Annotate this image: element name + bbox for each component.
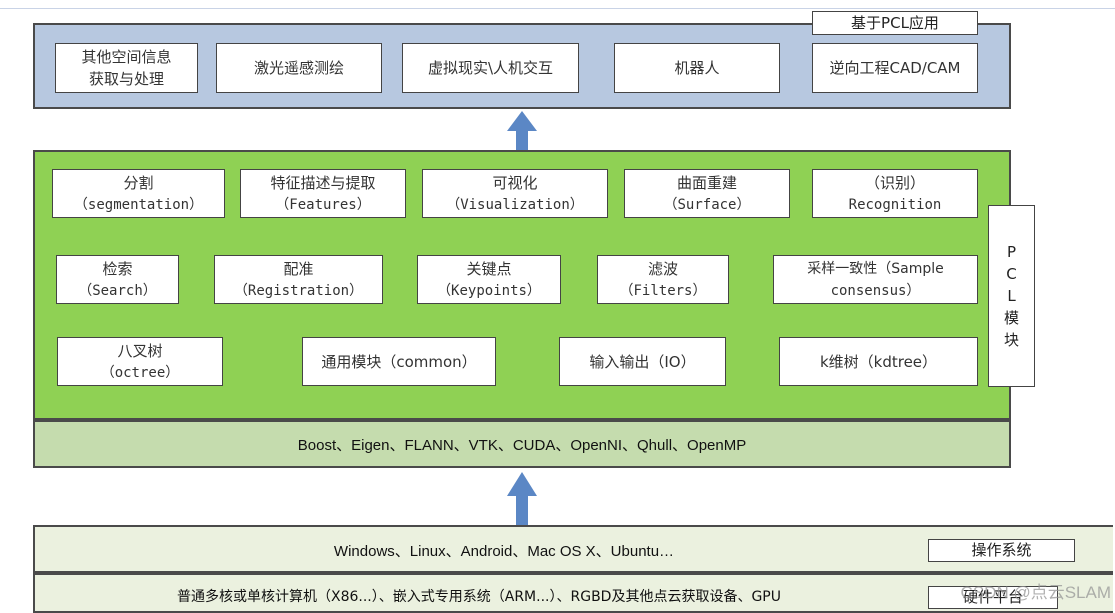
app-box-reverse-engineering: 逆向工程CAD/CAM [812,43,978,93]
module-english-name: （octree） [100,364,180,381]
app-box-label: 机器人 [674,59,720,77]
os-text: Windows、Linux、Android、Mac OS X、Ubuntu… [333,543,675,560]
module-kdtree: k维树（kdtree） [779,337,978,386]
module-keypoints: 关键点 （Keypoints） [417,255,561,304]
module-english-name: （Visualization） [446,196,584,213]
module-search: 检索 （Search） [56,255,179,304]
module-octree: 八叉树 （octree） [57,337,223,386]
module-english-name: （Surface） [663,196,751,213]
module-name: 分割 [123,173,154,192]
module-name: 八叉树 [117,341,163,360]
up-arrow-icon [507,111,537,154]
watermark: CSDN @点云SLAM [960,583,1111,602]
pcl-modules-side-label: P C L 模 块 [988,205,1035,387]
application-layer-title: 基于PCL应用 [812,11,978,35]
module-name: 检索 [102,259,133,278]
dependencies-text: Boost、Eigen、FLANN、VTK、CUDA、OpenNI、Qhull、… [297,437,747,454]
module-name: 采样一致性（Sample [807,260,944,277]
module-registration: 配准 （Registration） [214,255,383,304]
module-name: 特征描述与提取 [270,173,376,192]
hardware-layer-label: 硬件平台 [928,586,1058,609]
app-box-label: 其他空间信息 获取与处理 [81,48,172,88]
module-name: 曲面重建 [676,173,737,192]
module-english-name: （Search） [78,282,157,299]
app-box-robotics: 机器人 [614,43,780,93]
module-name: （识别） [864,173,925,192]
app-box-spatial-info: 其他空间信息 获取与处理 [55,43,198,93]
module-name: k维树（kdtree） [819,352,938,371]
module-english-name: （segmentation） [73,196,204,213]
app-box-label: 虚拟现实\人机交互 [427,59,554,77]
module-english-name: （Filters） [619,282,707,299]
side-label-char: 块 [1003,331,1019,349]
top-divider-line [0,8,1115,9]
module-common: 通用模块（common） [302,337,496,386]
module-name: 通用模块（common） [321,352,477,371]
module-english-name: （Registration） [233,282,364,299]
app-box-label: 逆向工程CAD/CAM [829,59,961,77]
module-segmentation: 分割 （segmentation） [52,169,225,218]
module-visualization: 可视化 （Visualization） [422,169,608,218]
hardware-text: 普通多核或单核计算机（X86...）、嵌入式专用系统（ARM...）、RGBD及… [177,589,781,605]
module-english-name: （Features） [275,196,371,213]
up-arrow-icon [507,472,537,527]
module-filters: 滤波 （Filters） [597,255,729,304]
module-name: 滤波 [647,259,678,278]
module-english-name: consensus） [830,282,921,299]
app-box-label: 激光遥感测绘 [253,59,344,77]
side-label-char: 模 [1003,309,1019,327]
module-features: 特征描述与提取 （Features） [240,169,406,218]
os-layer-label: 操作系统 [928,539,1075,562]
side-label-char: C [1006,265,1017,283]
module-name: 关键点 [466,259,512,278]
side-label-char: P [1006,243,1017,261]
module-name: 可视化 [492,173,538,192]
module-name: 配准 [283,259,314,278]
module-english-name: （Keypoints） [437,282,541,299]
module-surface: 曲面重建 （Surface） [624,169,790,218]
module-name: 输入输出（IO） [589,352,696,371]
module-recognition: （识别） Recognition [812,169,978,218]
app-box-vr-hci: 虚拟现实\人机交互 [402,43,579,93]
module-sample-consensus: 采样一致性（Sample consensus） [773,255,978,304]
dependencies-panel: Boost、Eigen、FLANN、VTK、CUDA、OpenNI、Qhull、… [33,420,1011,468]
module-io: 输入输出（IO） [559,337,726,386]
app-box-remote-sensing: 激光遥感测绘 [216,43,382,93]
side-label-char: L [1007,287,1016,305]
module-english-name: Recognition [848,196,942,213]
